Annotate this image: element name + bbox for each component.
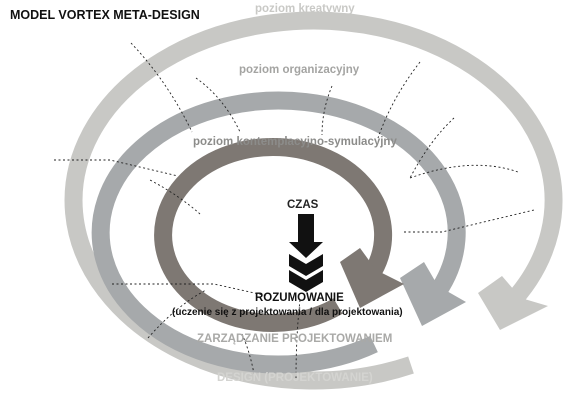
- time-chevron-2: [289, 270, 323, 292]
- label-time: CZAS: [287, 199, 319, 211]
- label-design: DESIGN (PROJEKTOWANIE): [217, 372, 373, 384]
- label-creative-level: poziom kreatywny: [255, 3, 355, 15]
- inner-ring-arrowhead: [340, 248, 404, 308]
- outer-ring-arrowhead: [478, 276, 548, 330]
- label-design-management: ZARZĄDZANIE PROJEKTOWANIEM: [197, 333, 393, 345]
- diagram-title: MODEL VORTEX META-DESIGN: [10, 8, 200, 22]
- label-organizational-level: poziom organizacyjny: [239, 64, 360, 76]
- label-reasoning-sub: (uczenie się z projektowania / dla proje…: [172, 307, 403, 318]
- middle-ring: [91, 91, 466, 374]
- dotted-connectors: [54, 42, 535, 379]
- time-chevron-1: [289, 254, 323, 276]
- middle-ring-arrowhead: [400, 262, 466, 326]
- inner-ring: [154, 137, 393, 332]
- time-arrow: [289, 214, 323, 258]
- label-reasoning: ROZUMOWANIE: [255, 292, 344, 304]
- label-contemplative-level: poziom kontemplacyjno-symulacyjny: [193, 136, 397, 148]
